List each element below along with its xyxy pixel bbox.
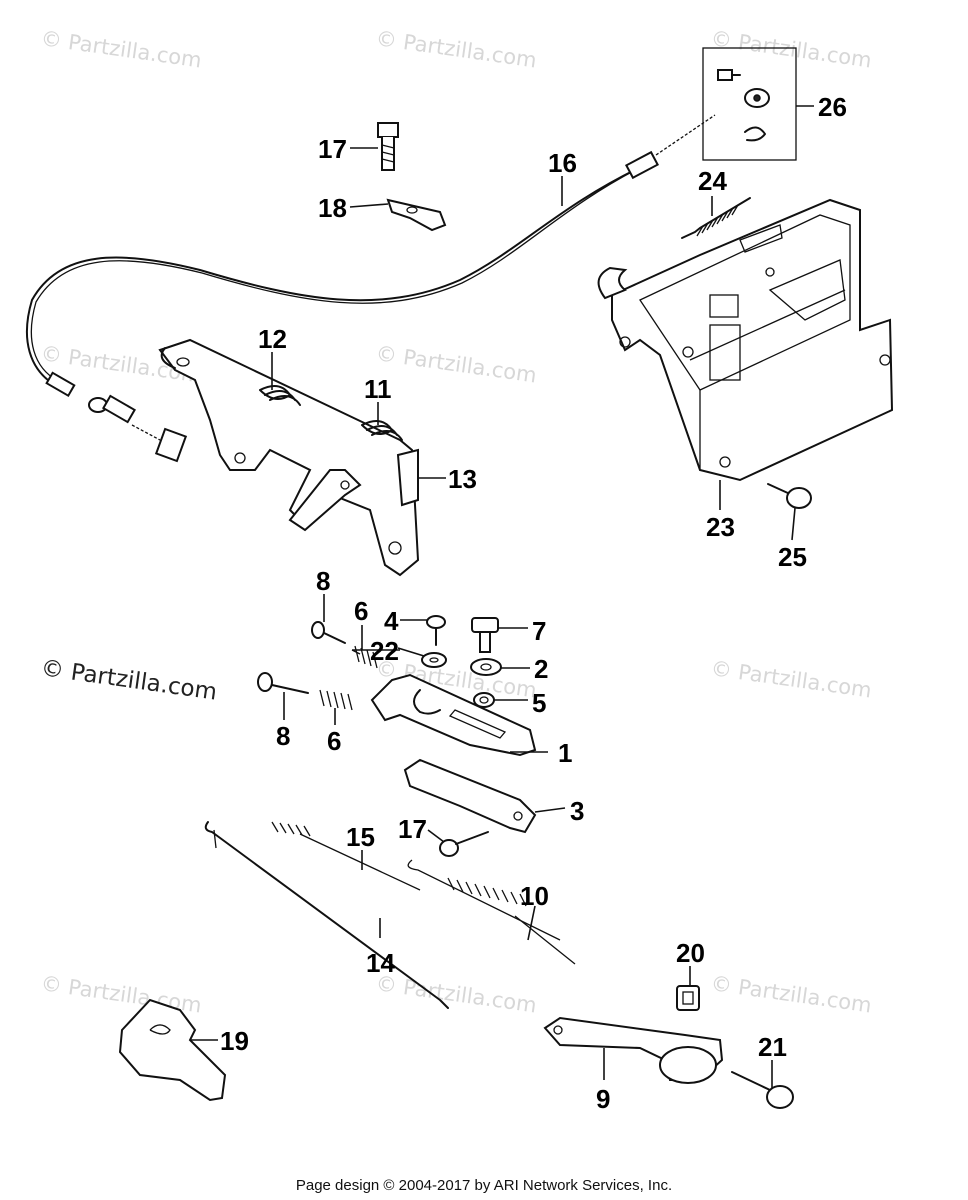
callout-22: 22: [370, 636, 399, 666]
callout-25: 25: [778, 542, 807, 572]
callout-17-upper: 17: [318, 134, 347, 164]
watermark-dark: © Partzilla.com: [39, 655, 218, 705]
part-13-plate: [158, 338, 420, 577]
part-12-spring: [259, 385, 301, 406]
part-23-bracket: [597, 198, 894, 482]
part-17-bolt-top: [377, 122, 399, 171]
part-22-washer: [421, 652, 447, 668]
part-4-screw: [426, 615, 446, 646]
callout-6-lower: 6: [327, 726, 341, 756]
callout-12: 12: [258, 324, 287, 354]
part-18-clamp: [386, 198, 447, 232]
callout-11: 11: [364, 374, 392, 404]
part-17-bolt-lower: [439, 831, 489, 857]
watermark: © Partzilla.com: [709, 656, 873, 702]
callout-19: 19: [220, 1026, 249, 1056]
part-21-bolt: [731, 1071, 794, 1109]
part-6-spring-lower: [319, 689, 353, 711]
part-15-spring: [271, 821, 421, 891]
part-9-lever: [543, 1016, 724, 1084]
part-25-bolt: [767, 483, 812, 509]
callout-7: 7: [532, 616, 546, 646]
part-8-bolt-upper: [311, 621, 346, 644]
part-20-clip: [676, 985, 700, 1011]
callout-23: 23: [706, 512, 735, 542]
part-11-spring: [361, 420, 403, 441]
part-8-bolt-lower: [257, 672, 309, 694]
callout-5: 5: [532, 688, 546, 718]
footer-copyright: Page design © 2004-2017 by ARI Network S…: [296, 1177, 672, 1194]
callout-24: 24: [698, 166, 727, 196]
callout-17-lower: 17: [398, 814, 427, 844]
part-14-rod: [204, 821, 449, 1009]
callout-10: 10: [520, 881, 549, 911]
part-24-spring: [681, 197, 751, 239]
callout-6-upper: 6: [354, 596, 368, 626]
callout-21: 21: [758, 1032, 787, 1062]
watermark: © Partzilla.com: [374, 26, 538, 72]
callout-2: 2: [534, 654, 548, 684]
callout-20: 20: [676, 938, 705, 968]
watermark: © Partzilla.com: [709, 26, 873, 72]
callout-13: 13: [448, 464, 477, 494]
callout-26: 26: [818, 92, 847, 122]
part-26-kit: [702, 47, 797, 161]
watermarks: © Partzilla.com © Partzilla.com © Partzi…: [39, 26, 873, 1017]
part-10-spring-rod: [407, 859, 576, 965]
watermark: © Partzilla.com: [374, 341, 538, 387]
part-7-bolt: [471, 617, 499, 653]
callouts: 1 2 3 4 5 6 6 7 8 8 9 10 11 12 13 14 15: [190, 92, 847, 1114]
watermark: © Partzilla.com: [709, 971, 873, 1017]
watermark: © Partzilla.com: [374, 971, 538, 1017]
callout-4: 4: [384, 606, 399, 636]
callout-14: 14: [366, 948, 395, 978]
callout-15: 15: [346, 822, 375, 852]
callout-8-lower: 8: [276, 721, 290, 751]
part-19-latch: [118, 998, 227, 1102]
part-6-spring-upper: [351, 645, 378, 669]
part-16-cable: [25, 114, 716, 463]
part-2-washer: [470, 658, 502, 676]
callout-18: 18: [318, 193, 347, 223]
callout-9: 9: [596, 1084, 610, 1114]
callout-1: 1: [558, 738, 572, 768]
callout-3: 3: [570, 796, 584, 826]
callout-8-upper: 8: [316, 566, 330, 596]
watermark: © Partzilla.com: [39, 26, 203, 72]
callout-16: 16: [548, 148, 577, 178]
part-3-lever: [403, 758, 537, 834]
